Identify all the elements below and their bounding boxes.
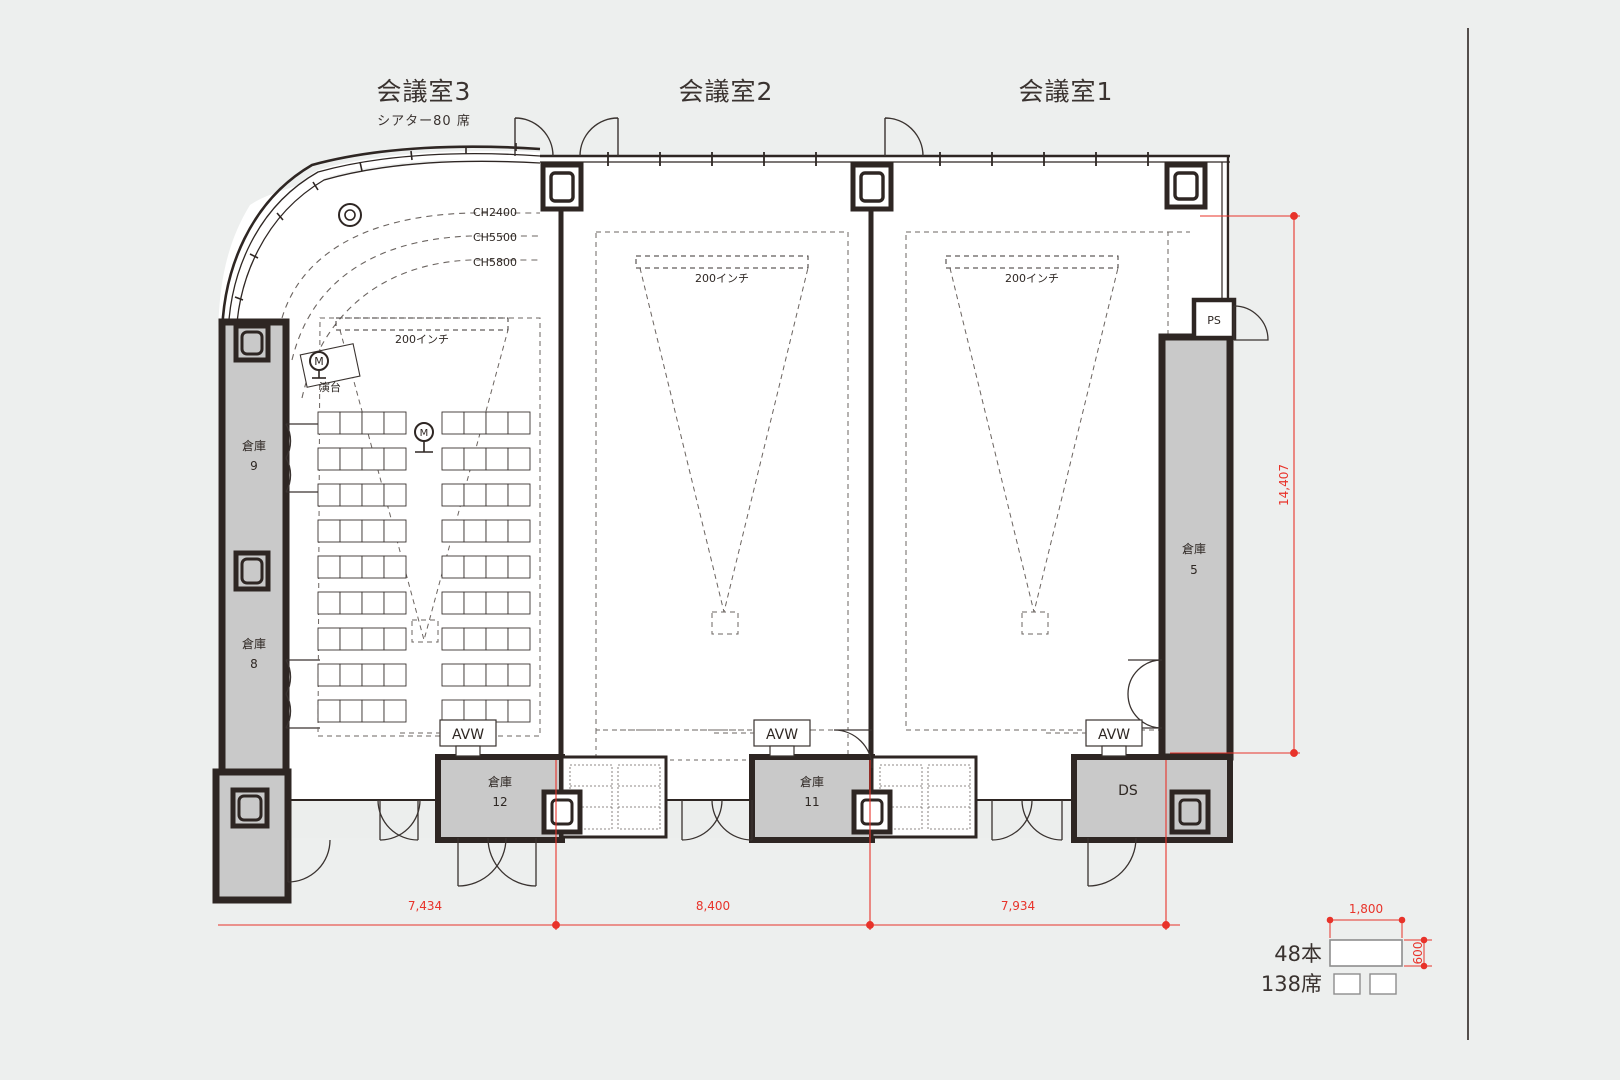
room3-podium: M 演台 <box>299 343 361 394</box>
room1-title: 会議室1 <box>1019 77 1114 106</box>
room2-projection-cone <box>639 267 809 635</box>
storage-5-label: 倉庫 <box>1182 541 1206 556</box>
room1-screen: 200インチ <box>945 255 1119 285</box>
floor-mic-symbol: M <box>420 428 429 439</box>
storage-11-side-door <box>833 729 873 769</box>
storage-8-label: 倉庫 <box>242 636 266 651</box>
dimension-h-1: 7,434 <box>408 899 442 913</box>
storage-11-number: 11 <box>804 795 819 809</box>
dimension-lines-vertical <box>1170 212 1300 757</box>
column-top-1 <box>540 162 584 212</box>
storage-5-number: 5 <box>1190 563 1198 577</box>
dimension-v-1: 14,407 <box>1277 464 1291 506</box>
storage-9-number: 9 <box>250 459 258 473</box>
storage-door-swings <box>285 423 320 729</box>
corridor-strip <box>218 800 1230 838</box>
left-bottom-block <box>212 768 292 904</box>
column-bottom-1 <box>541 789 583 835</box>
right-wall <box>1221 156 1230 300</box>
left-bottom-door-swing <box>287 839 331 883</box>
avw-label-2: AVW <box>766 727 798 743</box>
theater-seating <box>317 411 531 723</box>
ceiling-contours-room3 <box>281 212 540 399</box>
storage-12-number: 12 <box>492 795 507 809</box>
ps-room: PS <box>1191 297 1237 341</box>
ceiling-label-ch5500: CH5500 <box>473 231 517 244</box>
avw-box-3[interactable]: AVW <box>400 719 497 757</box>
storage-11-label: 倉庫 <box>800 774 824 789</box>
legend-table-depth: 600 <box>1411 942 1425 965</box>
legend-seats-count: 138席 <box>1261 972 1322 996</box>
column-top-3 <box>1164 162 1208 210</box>
storage-5-door-swings <box>1127 659 1163 729</box>
room2-title: 会議室2 <box>679 77 774 106</box>
ps-door-swing <box>1233 305 1269 341</box>
ceiling-label-ch5800: CH5800 <box>473 256 517 269</box>
podium-label: 演台 <box>319 380 341 394</box>
top-door-swings <box>514 117 924 157</box>
curved-wall <box>220 145 541 345</box>
column-bottom-2 <box>851 789 893 835</box>
avw-label-1: AVW <box>1098 727 1130 743</box>
curved-wall-mullions <box>234 143 517 301</box>
avw-label-3: AVW <box>452 727 484 743</box>
top-curtain-wall <box>540 152 1230 166</box>
avw-box-1[interactable]: AVW <box>1046 719 1143 757</box>
avw-box-2[interactable]: AVW <box>714 719 811 757</box>
room3-screen: 200インチ <box>335 317 509 346</box>
room1-projection-cone <box>949 267 1119 635</box>
dimension-lines-horizontal <box>218 760 1180 930</box>
room3-floor-mic: M <box>414 422 434 453</box>
dimension-h-2: 8,400 <box>696 899 730 913</box>
room3-title: 会議室3 <box>377 77 472 106</box>
left-storage-block <box>218 318 290 776</box>
room2-screen: 200インチ <box>635 255 809 285</box>
ceiling-fixture-icon <box>338 203 362 227</box>
room3-screen-label: 200インチ <box>395 333 449 346</box>
room3-subtitle: シアター80 席 <box>377 113 471 129</box>
dimension-h-3: 7,934 <box>1001 899 1035 913</box>
column-top-2 <box>850 162 894 212</box>
storage-9-label: 倉庫 <box>242 438 266 453</box>
storage-12-label: 倉庫 <box>488 774 512 789</box>
column-bottom-3 <box>1169 789 1211 835</box>
legend-table-width: 1,800 <box>1349 902 1383 916</box>
storage-8-number: 8 <box>250 657 258 671</box>
legend-tables-count: 48本 <box>1274 942 1322 966</box>
room1-screen-label: 200インチ <box>1005 272 1059 285</box>
podium-mic-symbol: M <box>314 355 324 368</box>
ceiling-label-ch2400: CH2400 <box>473 206 517 219</box>
legend-table-graphic <box>1329 939 1403 995</box>
ds-label: DS <box>1118 783 1138 799</box>
bottom-door-swings <box>377 799 1137 887</box>
ps-label: PS <box>1207 314 1221 327</box>
room2-screen-label: 200インチ <box>695 272 749 285</box>
legend-dimension-lines <box>1326 916 1432 970</box>
